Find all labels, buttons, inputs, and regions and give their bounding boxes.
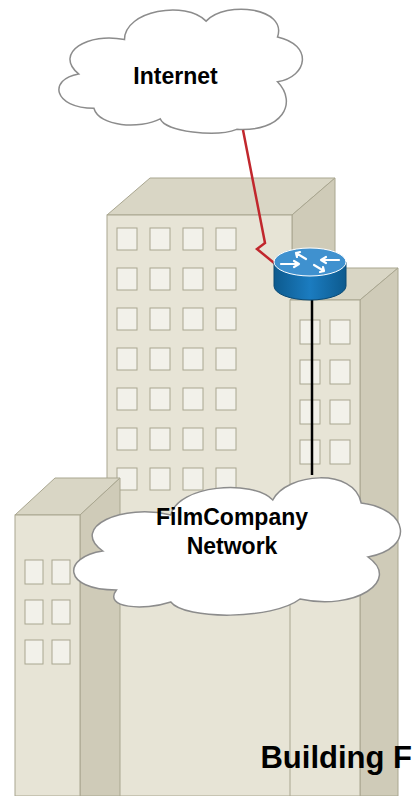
router-arrow (296, 252, 306, 259)
window (117, 308, 137, 330)
cloud-shape (74, 478, 401, 615)
node-label: FilmCompany Network (147, 503, 317, 561)
window (52, 640, 70, 664)
router-arrows (281, 252, 339, 272)
window (300, 400, 320, 424)
window (330, 400, 350, 424)
window (150, 268, 170, 290)
window (117, 228, 137, 250)
window (216, 268, 236, 290)
building-label: Building F (150, 740, 412, 776)
window (117, 388, 137, 410)
window-grid (25, 560, 70, 664)
window (150, 468, 170, 490)
wan-link (243, 130, 312, 475)
window (300, 320, 320, 344)
window (183, 468, 203, 490)
window (25, 600, 43, 624)
cloud-shape (59, 9, 302, 133)
window (117, 268, 137, 290)
cloud-node: Internet (48, 0, 303, 132)
window (300, 360, 320, 384)
window (52, 600, 70, 624)
window (216, 228, 236, 250)
node-label: Internet (133, 62, 217, 91)
ethernet-link (311, 300, 314, 475)
window (183, 308, 203, 330)
window (330, 440, 350, 464)
window-grid (300, 320, 350, 464)
window (183, 348, 203, 370)
window-grid (117, 228, 236, 490)
window (25, 640, 43, 664)
window (150, 388, 170, 410)
window (330, 360, 350, 384)
window (300, 440, 320, 464)
router-arrow (314, 265, 324, 272)
window (117, 348, 137, 370)
window (183, 428, 203, 450)
window (216, 308, 236, 330)
window (150, 428, 170, 450)
window (52, 560, 70, 584)
window (117, 428, 137, 450)
window (150, 308, 170, 330)
window (183, 388, 203, 410)
front-face (15, 515, 80, 796)
router-arrow (281, 261, 299, 267)
window (150, 348, 170, 370)
window (216, 428, 236, 450)
window (216, 348, 236, 370)
window (25, 560, 43, 584)
cloud-node: FilmCompany Network (62, 470, 402, 620)
window (150, 228, 170, 250)
window (183, 268, 203, 290)
router-top (274, 248, 346, 276)
window (330, 320, 350, 344)
window (216, 388, 236, 410)
window (216, 468, 236, 490)
router-arrow (321, 257, 339, 263)
window (183, 228, 203, 250)
